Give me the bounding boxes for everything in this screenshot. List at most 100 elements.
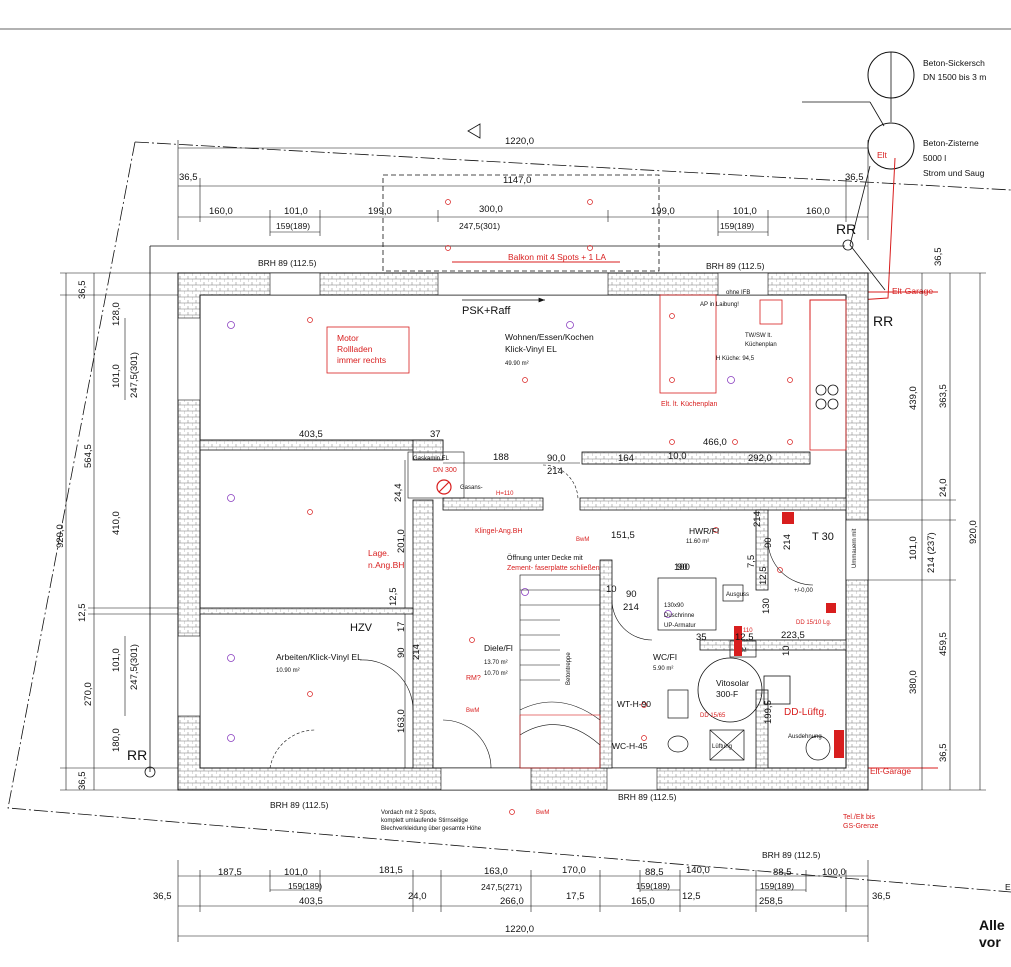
wt-h90-label: WT-H-90 — [617, 699, 651, 709]
top-dimension-lines — [177, 140, 869, 240]
dusche-1: 130x90 — [664, 603, 684, 609]
left-dim-101b: 101,0 — [111, 648, 122, 672]
top-dim-right-edge: 36,5 — [845, 172, 864, 183]
right-dim-365-top: 36,5 — [933, 248, 944, 267]
inner-dim-37: 37 — [430, 429, 441, 440]
elt-kuechenplan: Elt. lt. Küchenplan — [661, 401, 718, 408]
bot-dim-2585: 258,5 — [759, 896, 783, 907]
staircase — [519, 574, 601, 769]
inner-dim-2010: 201,0 — [396, 529, 407, 553]
motor-line-3: immer rechts — [337, 355, 386, 365]
right-dim-101: 101,0 — [908, 536, 919, 560]
right-dim-380: 380,0 — [908, 670, 919, 694]
legend-e: E — [1005, 882, 1011, 892]
elt-garage-bottom: Elt-Garage — [870, 766, 911, 776]
luftung-label: Lüftung — [712, 744, 732, 750]
inner-dim-lines — [200, 439, 810, 768]
top-dim-160-left: 160,0 — [209, 206, 233, 217]
legend-vor: vor — [979, 934, 1001, 950]
rr-right: RR — [873, 313, 893, 329]
bot-dim-125: 12,5 — [682, 891, 701, 902]
inner-dim-214d: 214 — [782, 534, 793, 550]
elt-label: Elt — [877, 150, 888, 160]
lage-1: Lage. — [368, 548, 389, 558]
rm-label: RM? — [466, 675, 481, 682]
bot-dim-159a: 159(189) — [288, 881, 322, 891]
top-dim-199-right: 199,0 — [651, 206, 675, 217]
left-dimension-lines — [60, 272, 178, 791]
zisterne-label-1: Beton-Zisterne — [923, 138, 979, 148]
left-dim-2475a: 247,5(301) — [129, 352, 140, 398]
inner-dim-1630: 163,0 — [396, 709, 407, 733]
inner-dim-125b: 12,5 — [758, 567, 769, 586]
zisterne-symbol — [802, 101, 915, 170]
bot-dim-101: 101,0 — [284, 867, 308, 878]
dd-1565-label: DD 15/65 — [700, 713, 726, 719]
bot-dim-1815: 181,5 — [379, 865, 403, 876]
inner-dim-75: 7,5 — [746, 555, 757, 568]
vitosolar-tank — [697, 657, 791, 723]
top-dim-101-right: 101,0 — [733, 206, 757, 217]
h110-label: H=110 — [496, 491, 514, 497]
doors — [269, 464, 814, 769]
bwm-2: BwM — [466, 708, 479, 714]
tel-elt-1: Tel./Elt bis — [843, 814, 875, 821]
balcony-outline — [382, 174, 660, 272]
brh-top-right: BRH 89 (112.5) — [706, 261, 765, 271]
inner-dim-214c: 214 — [411, 644, 422, 660]
motor-line-1: Motor — [337, 333, 359, 343]
wc-fixtures — [667, 689, 745, 761]
kuechenplan: Küchenplan — [745, 342, 777, 348]
bot-dim-overall: 1220,0 — [505, 924, 534, 935]
brh-bottom-right: BRH 89 (112.5) — [762, 850, 821, 860]
motor-line-2: Rollladen — [337, 344, 373, 354]
ausguss-label: Ausguss — [726, 592, 749, 598]
vordach-1: Vordach mit 2 Spots, — [381, 810, 437, 816]
bot-dim-159c: 159(189) — [760, 881, 794, 891]
inner-dim-244: 24,4 — [393, 484, 404, 503]
vordach-3: Blechverkleidung über gesamte Höhe — [381, 826, 482, 832]
right-dim-439: 439,0 — [908, 386, 919, 410]
hzv-label: HZV — [350, 622, 373, 634]
bot-dim-1875: 187,5 — [218, 867, 242, 878]
bwm-3: BwM — [536, 810, 549, 816]
red-marker-2 — [826, 603, 836, 613]
brh-bottom-left: BRH 89 (112.5) — [270, 800, 329, 810]
balkon-note: Balkon mit 4 Spots + 1 LA — [508, 252, 606, 262]
dd-lueftung-label: DD-Lüftg. — [784, 707, 827, 718]
left-dim-920: 920,0 — [55, 524, 66, 548]
red-marker-4 — [734, 626, 742, 656]
oeffnung-1: Öffnung unter Decke mit — [507, 554, 583, 562]
shower — [657, 577, 717, 631]
elt-garage-top: Elt-Garage — [892, 286, 933, 296]
inner-dim-17: 17 — [396, 621, 407, 632]
bot-dim-170: 170,0 — [562, 865, 586, 876]
inner-dim-214b: 214 — [623, 602, 639, 613]
wm-box — [729, 640, 757, 658]
inner-dim-125d: 12,5 — [388, 588, 399, 607]
bot-dim-165: 165,0 — [631, 896, 655, 907]
sickerschacht-label-2: DN 1500 bis 3 m — [923, 72, 986, 82]
inner-dim-130: 130 — [761, 598, 772, 614]
dusche-3: UP-Armatur — [664, 623, 696, 629]
bot-dim-365-l: 36,5 — [153, 891, 172, 902]
inner-dim-90a: 90 — [626, 589, 637, 600]
top-dim-101-left: 101,0 — [284, 206, 308, 217]
top-dim-300: 300,0 — [479, 204, 503, 215]
inner-dim-125c: 12,5 — [735, 632, 754, 643]
red-symbols — [307, 199, 793, 815]
pm-label: +/-0,00 — [794, 588, 814, 594]
ausguss-box — [722, 584, 744, 602]
right-dim-4595: 459,5 — [938, 632, 949, 656]
vordach-2: komplett umlaufende Stirnseitige — [381, 818, 469, 824]
brh-top-left: BRH 89 (112.5) — [258, 258, 317, 268]
left-dim-2475b: 247,5(301) — [129, 644, 140, 690]
interior-walls — [199, 439, 847, 769]
left-dim-5645: 564,5 — [83, 444, 94, 468]
bot-dim-885a: 88,5 — [645, 867, 664, 878]
room-wohnen-area: 49.90 m² — [505, 361, 529, 367]
top-dim-247: 247,5(301) — [459, 221, 500, 231]
diele-area-2: 10.70 m² — [484, 671, 508, 677]
inner-dim-2235: 223,5 — [781, 630, 805, 641]
